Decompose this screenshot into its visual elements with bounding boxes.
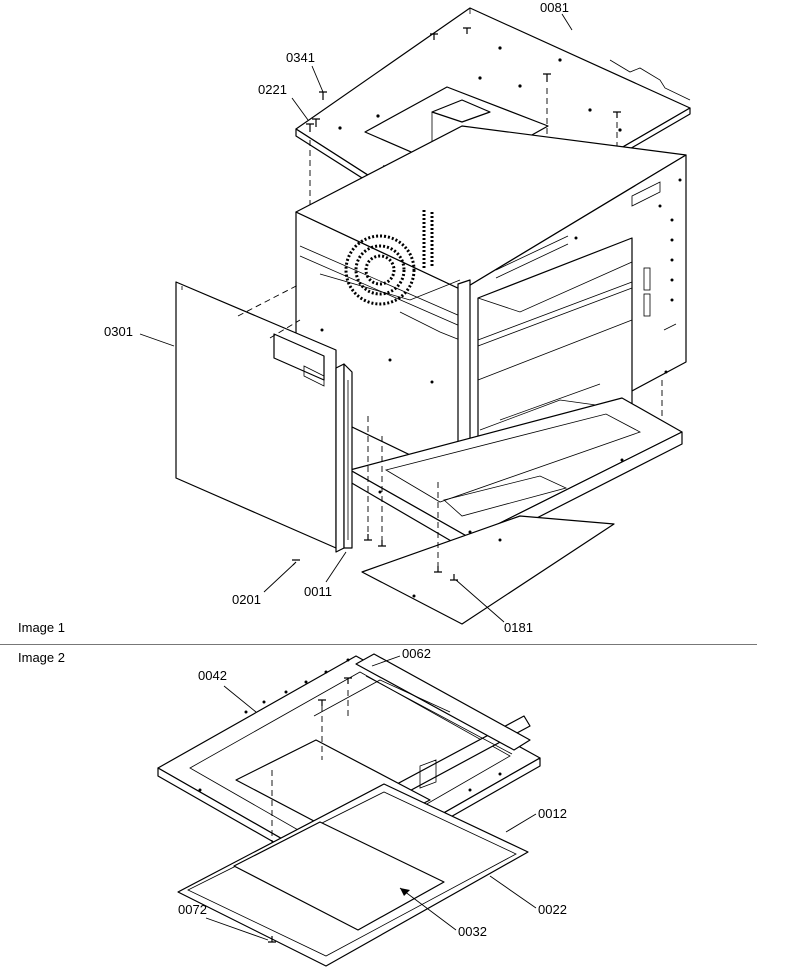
side-panel <box>175 281 337 549</box>
bottom-plate <box>177 783 529 967</box>
callout-0072: 0072 <box>178 902 207 917</box>
convection-fan <box>344 210 434 306</box>
callout-0221: 0221 <box>258 82 287 97</box>
image-2-label: Image 2 <box>18 650 65 665</box>
front-trim-strip <box>335 363 353 553</box>
base-pan-assembly: 0062 0042 0012 0022 0072 0032 <box>157 646 567 967</box>
callout-0062: 0062 <box>402 646 431 661</box>
callout-0042: 0042 <box>198 668 227 683</box>
callout-0341: 0341 <box>286 50 315 65</box>
callout-0081: 0081 <box>540 0 569 15</box>
cabinet-assembly: 0081 0341 0221 0301 0201 0011 0181 <box>104 0 691 635</box>
callout-0011: 0011 <box>304 584 332 599</box>
bottom-alignment-lines <box>305 370 663 570</box>
oven-cabinet-body <box>295 125 687 493</box>
callout-0012: 0012 <box>538 806 567 821</box>
plate-screw <box>268 936 276 943</box>
callout-0181: 0181 <box>504 620 533 635</box>
callout-0032: 0032 <box>458 924 487 939</box>
image-1-label: Image 1 <box>18 620 65 635</box>
callouts-image-2: 0062 0042 0012 0022 0072 0032 <box>178 646 567 941</box>
panel-divider <box>0 644 757 645</box>
tray-screws <box>318 677 352 706</box>
bottom-cover-plate <box>361 515 615 625</box>
callout-0201: 0201 <box>232 592 261 607</box>
callout-0301: 0301 <box>104 324 133 339</box>
callouts-image-1: 0081 0341 0221 0301 0201 0011 0181 <box>104 0 573 635</box>
callout-0022: 0022 <box>538 902 567 917</box>
